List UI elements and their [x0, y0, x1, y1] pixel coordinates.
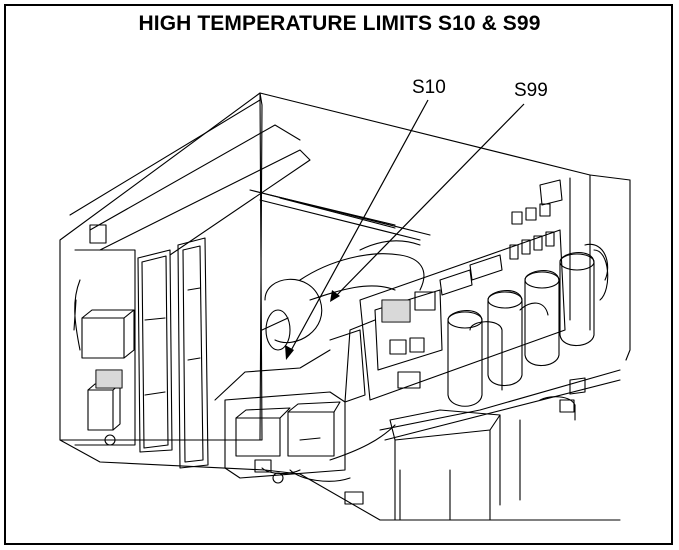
callout-label-s99: S99	[514, 80, 548, 101]
center-panel	[177, 237, 209, 469]
callout-label-s10: S10	[412, 77, 446, 98]
access-box	[389, 409, 501, 441]
compressors	[447, 243, 609, 407]
heater-box	[224, 391, 346, 479]
leader-line-s99	[331, 103, 525, 301]
arrowhead-s10	[285, 345, 294, 360]
left-panel	[137, 249, 173, 453]
leader-line-s10	[287, 99, 429, 357]
figure-title: HIGH TEMPERATURE LIMITS S10 & S99	[138, 12, 541, 35]
cabinet-outline	[59, 92, 263, 441]
control-panel	[359, 229, 566, 401]
cabinet-top-edge	[259, 92, 631, 181]
figure-frame	[4, 4, 673, 545]
arrowhead-s99	[330, 290, 340, 302]
cabinet-right-wall	[625, 179, 631, 361]
